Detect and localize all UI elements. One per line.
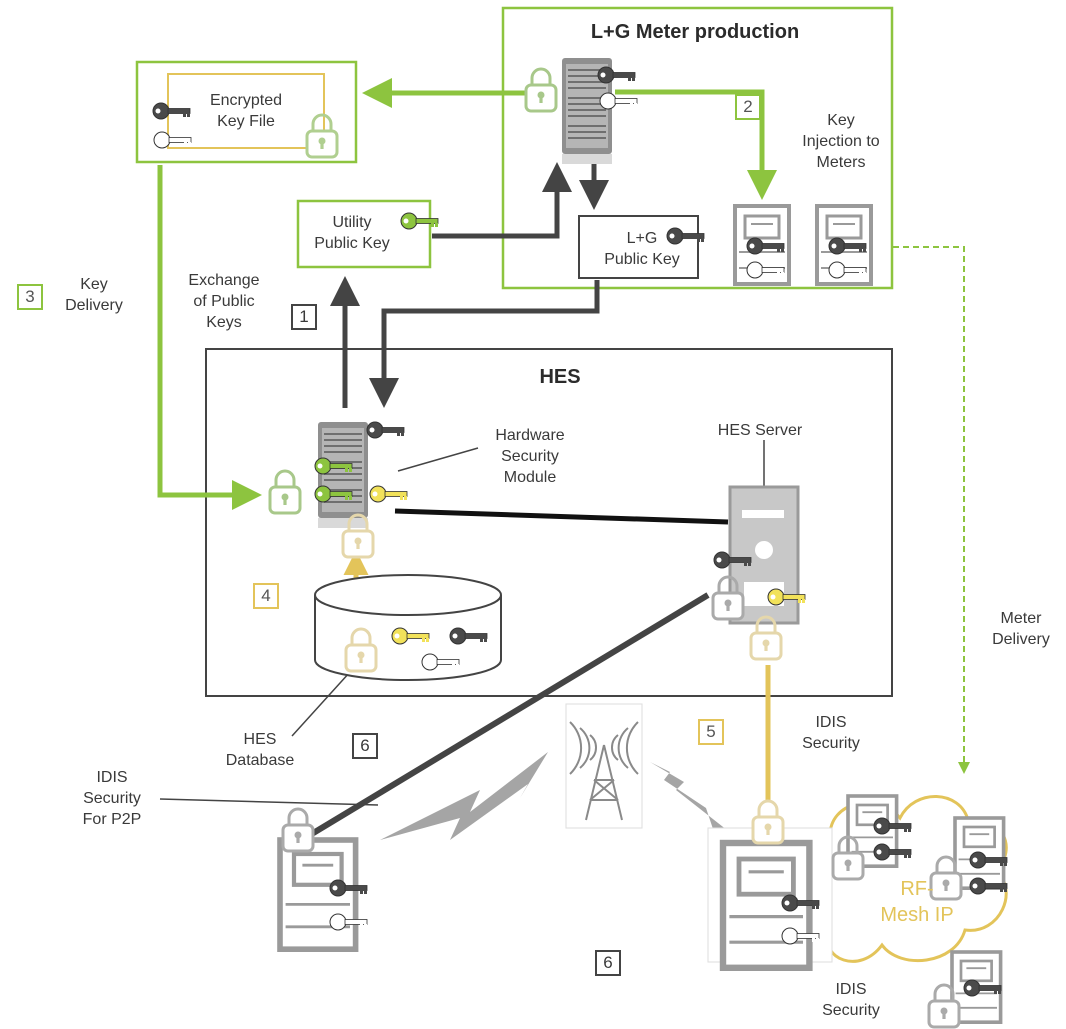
key-injection-label: Key Injection to Meters: [802, 112, 880, 171]
hsm-pointer: [397, 447, 479, 472]
db-pointer: [291, 671, 351, 737]
exchange-down-arrow: [369, 280, 600, 408]
p2p-pointer: [159, 798, 379, 806]
key-delivery-arrow: [157, 165, 262, 510]
p2p-link: [308, 592, 710, 838]
utility-key-label: Utility Public Key: [314, 214, 390, 252]
rf-yellow-lock-icon: [751, 799, 785, 845]
meter-delivery-label: Meter Delivery: [992, 610, 1050, 648]
wireless-bolt-right: [650, 762, 732, 834]
idis-security-bottom-label: IDIS Security: [822, 981, 880, 1019]
file-green-lock-icon: [305, 113, 339, 159]
prod-white-key-icon: [599, 92, 638, 110]
p2p-meter-icon: [280, 840, 356, 949]
step-4-badge: 4: [253, 583, 279, 609]
idis-p2p-label: IDIS Security For P2P: [82, 769, 142, 828]
exchange-label: Exchange of Public Keys: [188, 272, 260, 331]
lg-key-box: [578, 215, 699, 279]
step-5-badge: 5: [698, 719, 724, 745]
hsm-yellow-key-icon: [369, 485, 408, 503]
file-white-key-icon: [153, 131, 192, 149]
file-dark-key-icon: [152, 102, 191, 120]
step-6-badge-hes: 6: [352, 733, 378, 759]
hes-database-cylinder: [314, 574, 502, 681]
hsm-green-lock-icon: [268, 469, 302, 515]
injection-arrow: [615, 89, 777, 200]
step-3-badge: 3: [17, 284, 43, 310]
utility-green-key-icon: [400, 212, 439, 230]
encrypted-file-box: [135, 60, 358, 164]
idis-security-label: IDIS Security: [802, 714, 860, 752]
utility-key-box: [296, 199, 432, 269]
radio-tower: [569, 721, 639, 821]
hes-database-label: HES Database: [225, 731, 295, 769]
production-title: L+G Meter production: [590, 21, 800, 43]
utility-key-arrow: [432, 162, 572, 239]
hes-box: [205, 348, 893, 697]
hsm-dark-key-icon: [366, 421, 405, 439]
step-1-badge: 1: [291, 304, 317, 330]
encrypted-file-label: Encrypted Key File: [209, 92, 283, 130]
hsm-server-link: [394, 508, 729, 525]
hes-server-label: HES Server: [717, 422, 803, 439]
wireless-bolt-left: [380, 752, 548, 840]
prod-green-lock-icon: [524, 67, 558, 113]
prod-dark-key-icon: [597, 66, 636, 84]
step-2-badge: 2: [735, 94, 761, 120]
key-delivery-label: Key Delivery: [65, 276, 123, 314]
step-6-badge-field: 6: [595, 950, 621, 976]
meter-delivery-arrow: [893, 246, 970, 774]
production-box: [501, 6, 894, 290]
rf-mesh-label: RF- Mesh IP: [880, 878, 954, 926]
tower-frame: [565, 703, 643, 829]
hes-hsm-icon: [317, 421, 369, 529]
hsm-label: Hardware Security Module: [495, 427, 565, 486]
p2p-gray-lock-icon: [281, 807, 315, 853]
hes-title: HES: [539, 366, 581, 388]
lg-key-label: L+G Public Key: [604, 230, 680, 268]
